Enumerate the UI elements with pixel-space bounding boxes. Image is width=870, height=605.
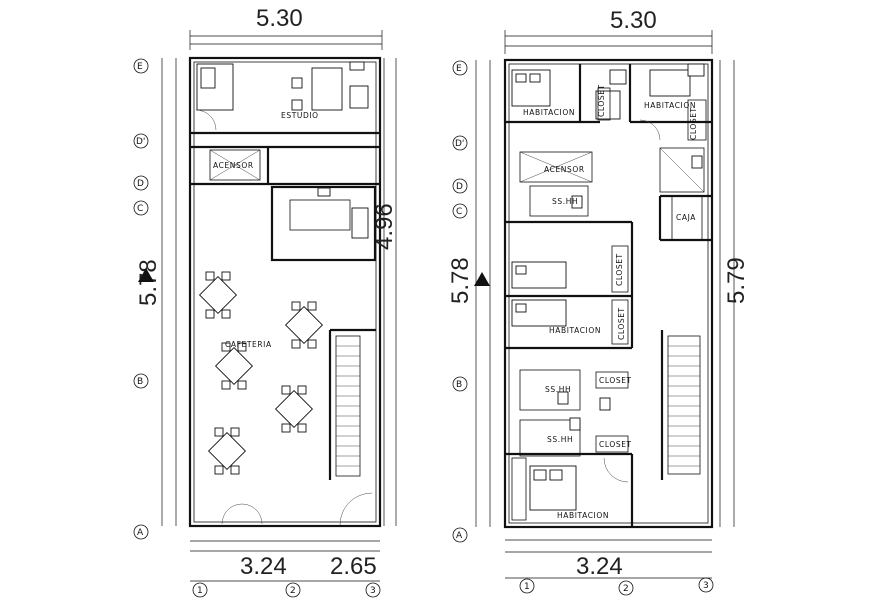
left-bottom-dimension-1: 3.24 [240, 553, 287, 580]
right-habitacion-2-label: HABITACION [644, 101, 696, 110]
svg-text:D: D [456, 182, 463, 192]
svg-text:1: 1 [197, 586, 203, 596]
right-outer-wall [503, 58, 714, 529]
right-sshh-2-label: SS.HH [545, 385, 571, 394]
right-ascensor-label: ACENSOR [544, 165, 585, 174]
right-closet-5-label: CLOSET [599, 376, 632, 385]
left-table-group [198, 271, 324, 475]
right-closet-2-label: CLOSET [597, 84, 606, 117]
left-column-axes: 1 2 3 [190, 580, 381, 598]
left-outer-wall [188, 56, 382, 528]
right-floor-plan: 5.30 HABITACION HABITACION CLOSET CLOSET… [447, 7, 750, 596]
left-cafeteria-label: CAFETERIA [225, 340, 272, 349]
left-left-dimension: 5.78 [135, 259, 162, 306]
right-closet-1-label: CLOSET [689, 107, 698, 140]
right-caja-label: CAJA [676, 213, 696, 222]
right-habitacion-3-label: HABITACION [549, 326, 601, 335]
svg-text:1: 1 [524, 582, 530, 592]
right-closet-4-label: CLOSET [617, 307, 626, 340]
right-row-axes: E D' D C B A [452, 60, 468, 543]
right-right-dimension: 5.79 [723, 257, 750, 304]
svg-text:A: A [137, 528, 144, 538]
right-top-dimension: 5.30 [610, 7, 657, 34]
svg-text:2: 2 [623, 584, 629, 594]
left-top-dimension: 5.30 [256, 5, 303, 32]
left-bottom-dimension-2: 2.65 [330, 553, 377, 580]
svg-text:2: 2 [290, 586, 296, 596]
svg-text:B: B [456, 380, 462, 390]
svg-text:C: C [137, 204, 143, 214]
left-right-dimension: 4.96 [371, 203, 398, 250]
svg-text:E: E [137, 62, 143, 72]
right-closet-3-label: CLOSET [615, 253, 624, 286]
right-sshh-1-label: SS.HH [552, 197, 578, 206]
svg-text:E: E [456, 64, 462, 74]
right-bottom-dimension: 3.24 [576, 553, 623, 580]
svg-text:D': D' [136, 137, 145, 147]
right-left-dimension: 5.78 [447, 257, 474, 304]
right-closet-6-label: CLOSET [599, 440, 632, 449]
left-row-axes: E D' D C B A [133, 58, 149, 540]
right-habitacion-1-label: HABITACION [523, 108, 575, 117]
svg-text:3: 3 [370, 586, 376, 596]
svg-text:3: 3 [703, 581, 709, 591]
svg-text:A: A [456, 531, 463, 541]
right-column-axes: 1 2 3 [505, 577, 714, 596]
svg-text:D: D [137, 179, 144, 189]
right-habitacion-4-label: HABITACION [557, 511, 609, 520]
left-ascensor-label: ACENSOR [213, 161, 254, 170]
right-sshh-3-label: SS.HH [547, 435, 573, 444]
left-floor-plan: 5.30 ESTUDIO ACENSOR [133, 5, 398, 598]
svg-text:D': D' [455, 139, 464, 149]
svg-text:B: B [137, 377, 143, 387]
svg-text:C: C [456, 207, 462, 217]
left-estudio-label: ESTUDIO [281, 111, 319, 120]
